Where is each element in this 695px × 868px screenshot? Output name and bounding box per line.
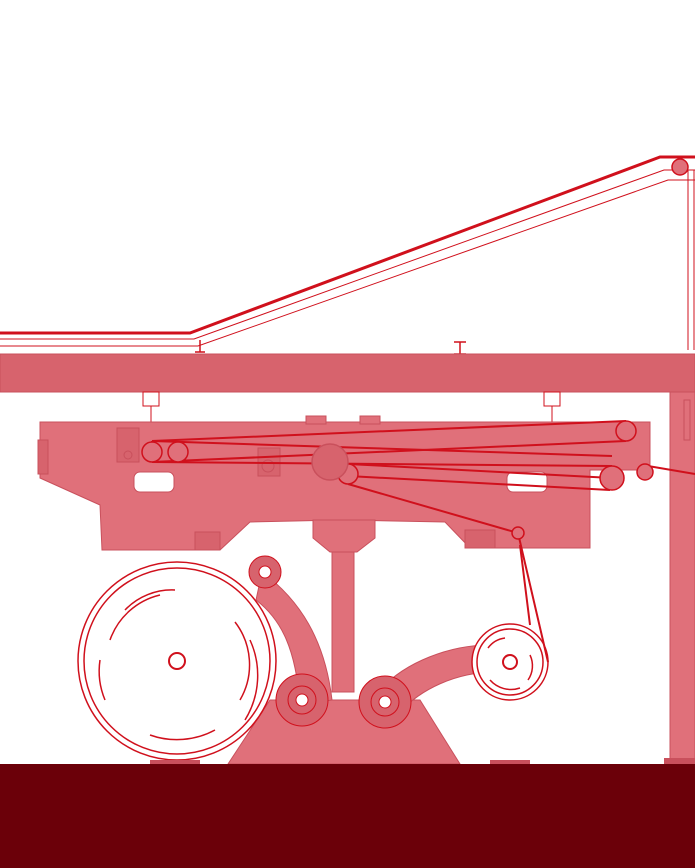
elevated-web-rail: [0, 155, 695, 355]
unwind-roll-large: [77, 561, 277, 761]
right-support-column: [669, 391, 695, 765]
web-path: [151, 420, 695, 663]
overhead-beam: [0, 353, 695, 393]
machine-frame: [37, 415, 651, 551]
unwind-arm: [248, 555, 333, 727]
floor-slab: [0, 764, 695, 868]
web-rollers: [141, 420, 654, 540]
rewind-roll-small: [471, 623, 549, 701]
beam-hangers: [142, 391, 561, 422]
rewind-arm: [358, 644, 497, 729]
